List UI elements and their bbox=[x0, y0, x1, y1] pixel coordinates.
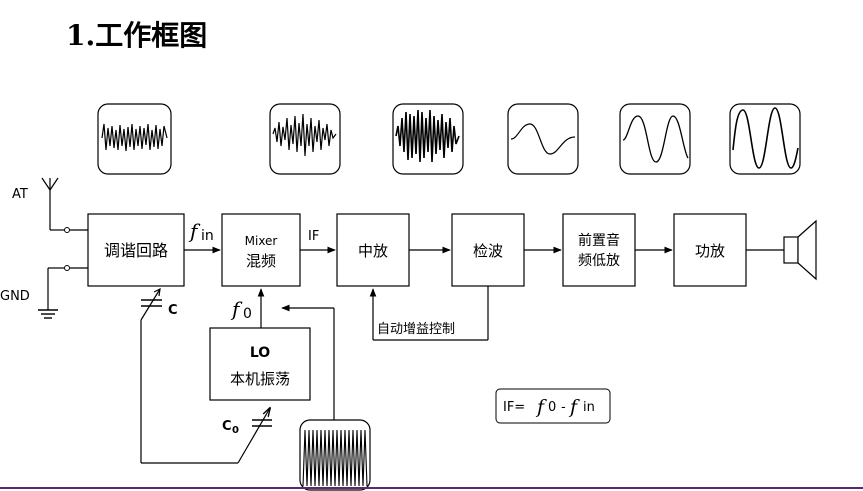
waveform-detected-audio bbox=[507, 103, 579, 175]
detector-block bbox=[451, 213, 525, 287]
tuning-circuit-block bbox=[87, 213, 185, 287]
if-signal-label: IF bbox=[308, 229, 319, 244]
capacitor-c-label: C bbox=[168, 303, 178, 318]
ground-icon bbox=[38, 265, 88, 319]
slide-title: 1.工作框图 bbox=[66, 19, 208, 52]
waveform-if-output bbox=[392, 103, 464, 175]
waveform-rf-input bbox=[97, 103, 172, 175]
f0-subscript: 0 bbox=[243, 306, 252, 322]
preamp-label-line2: 频低放 bbox=[578, 253, 620, 269]
waveform-local-oscillator bbox=[299, 419, 371, 491]
power-amplifier-label: 功放 bbox=[695, 242, 725, 260]
tuning-circuit-label: 调谐回路 bbox=[104, 241, 168, 260]
preamp-block bbox=[562, 213, 636, 287]
preamp-label-line1: 前置音 bbox=[578, 232, 620, 249]
waveform-power-output bbox=[729, 103, 801, 175]
formula-fin-subscript: in bbox=[583, 400, 595, 415]
detector-label: 检波 bbox=[473, 242, 503, 260]
local-oscillator-block bbox=[209, 327, 311, 401]
f0-symbol: f bbox=[230, 297, 243, 321]
variable-capacitor-c-icon bbox=[140, 287, 162, 321]
fin-symbol: f bbox=[188, 219, 201, 243]
antenna-icon bbox=[41, 177, 88, 233]
waveform-preamp-output bbox=[619, 103, 691, 175]
ground-label: GND bbox=[0, 289, 30, 304]
speaker-icon bbox=[746, 219, 817, 281]
capacitor-c0-label: C bbox=[222, 419, 232, 434]
capacitor-c0-subscript: 0 bbox=[232, 425, 239, 436]
gang-line-to-c0 bbox=[237, 408, 270, 464]
if-amplifier-label: 中放 bbox=[358, 242, 388, 260]
mixer-label-bottom: 混频 bbox=[246, 252, 276, 270]
fin-subscript: in bbox=[201, 228, 214, 244]
lo-label-top: LO bbox=[250, 345, 270, 361]
agc-label: 自动增益控制 bbox=[377, 322, 455, 337]
formula-f0-symbol: f bbox=[535, 396, 547, 418]
waveform-mixer-output bbox=[269, 103, 341, 175]
formula-fin-symbol: f bbox=[568, 396, 580, 418]
formula-box bbox=[495, 388, 611, 424]
formula-lhs: IF= bbox=[503, 400, 525, 415]
antenna-label: AT bbox=[12, 187, 28, 202]
mixer-block bbox=[221, 213, 301, 287]
formula-f0-subscript: 0 bbox=[548, 400, 556, 415]
variable-capacitor-c0-icon bbox=[252, 419, 272, 427]
power-amplifier-block bbox=[673, 213, 747, 287]
formula-minus: - bbox=[561, 400, 566, 415]
if-amplifier-block bbox=[336, 213, 410, 287]
lo-label-bottom: 本机振荡 bbox=[230, 370, 290, 388]
mixer-label-top: Mixer bbox=[245, 234, 278, 248]
